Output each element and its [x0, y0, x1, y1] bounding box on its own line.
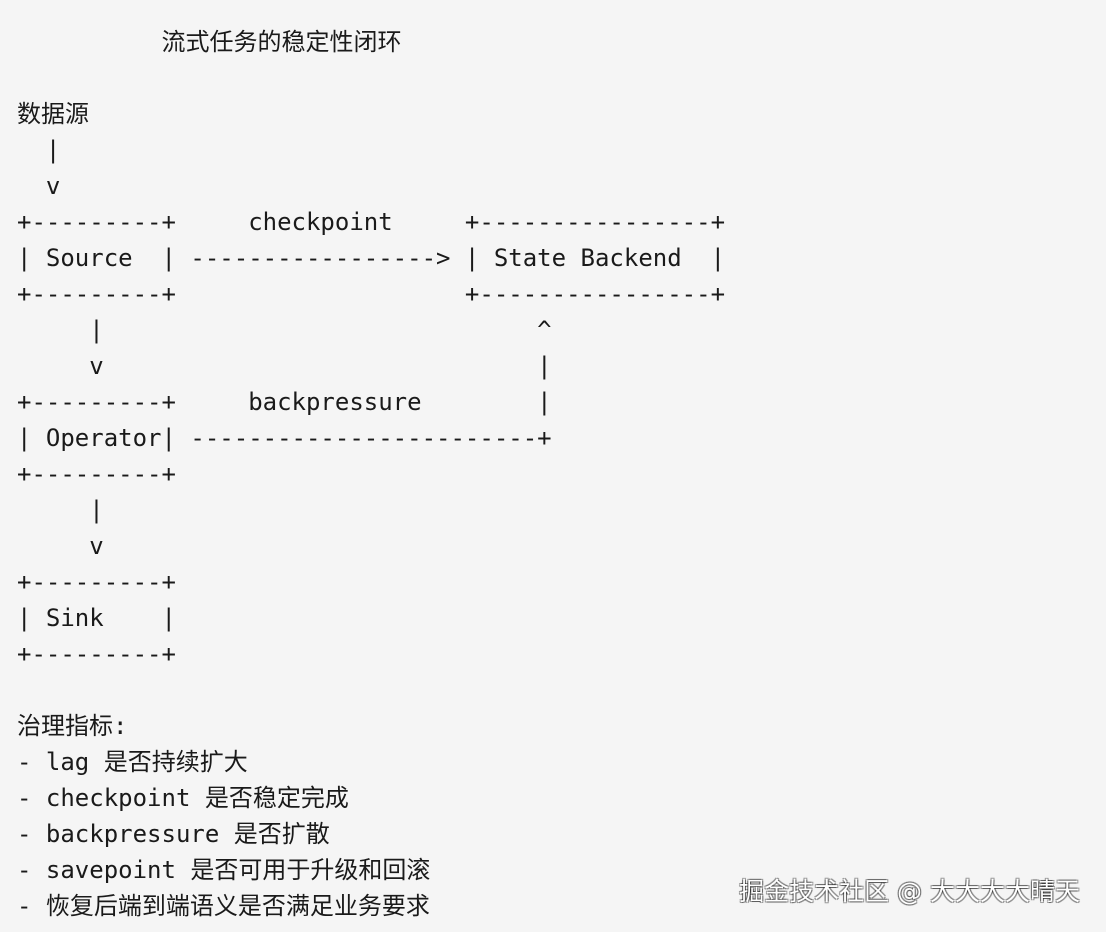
- watermark: 掘金技术社区 @ 大大大大晴天: [739, 877, 1080, 906]
- ascii-diagram-and-governance-list: 流式任务的稳定性闭环 数据源 | v +---------+ checkpoin…: [17, 28, 726, 920]
